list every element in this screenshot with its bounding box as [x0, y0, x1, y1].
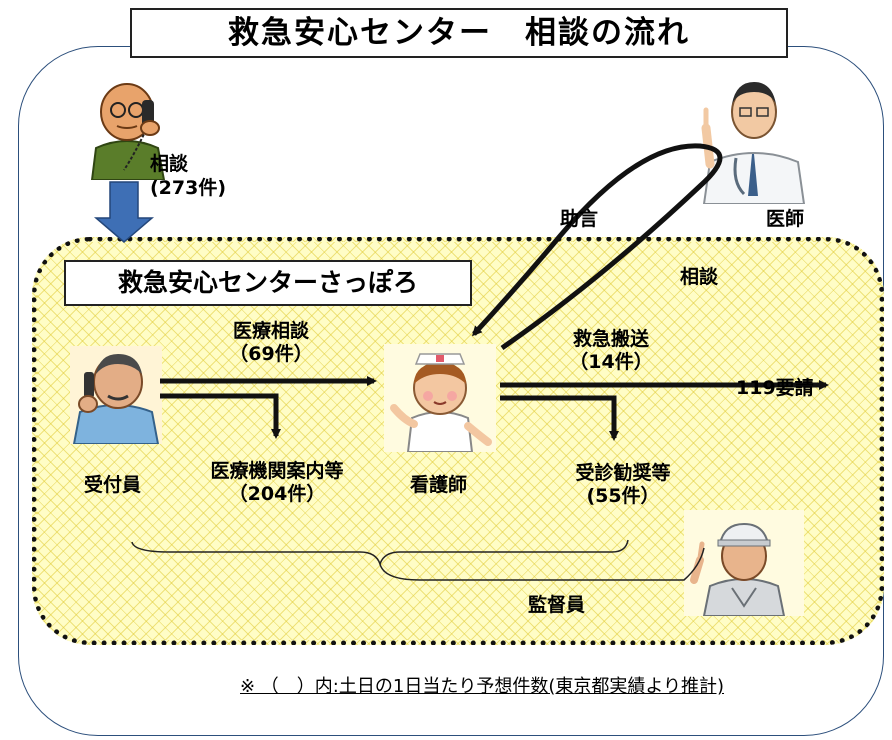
page-title: 救急安心センター 相談の流れ	[130, 8, 788, 58]
supervisor-figure	[684, 510, 804, 616]
institution-guide-text: 医療機関案内等	[210, 460, 344, 482]
center-name-box: 救急安心センターさっぽろ	[64, 260, 472, 306]
supervisor-link	[379, 547, 705, 581]
emergency-transport-count: （14件）	[569, 351, 653, 373]
institution-guide-label: 医療機関案内等 （204件）	[184, 460, 370, 506]
receptionist-label: 受付員	[84, 474, 142, 496]
consult-in-text: 相談	[150, 153, 189, 175]
footnote: ※ （ ）内:土日の1日当たり予想件数(東京都実績より推計)	[240, 676, 725, 697]
institution-guide-arrow	[160, 393, 281, 439]
caller-figure	[84, 70, 170, 180]
consult-doctor-label: 相談	[680, 266, 719, 288]
doctor-loop-arrow	[471, 143, 723, 351]
institution-guide-count: （204件）	[228, 483, 326, 505]
visit-recommend-text: 受診勧奨等	[575, 462, 671, 484]
emergency-transport-text: 救急搬送	[572, 328, 649, 350]
nurse-figure	[384, 344, 496, 452]
medical-consult-text: 医療相談	[232, 320, 309, 342]
visit-recommend-arrow	[500, 395, 619, 441]
visit-recommend-label: 受診勧奨等 (55件）	[548, 462, 698, 508]
advice-label: 助言	[560, 208, 599, 230]
medical-consult-label: 医療相談 （69件）	[206, 320, 336, 366]
supervisor-bracket	[131, 539, 629, 567]
consult-in-count: (273件)	[150, 177, 227, 199]
medical-consult-count: （69件）	[229, 343, 313, 365]
receptionist-figure	[70, 346, 162, 444]
visit-recommend-count: (55件）	[586, 485, 660, 507]
consult-in-arrow	[93, 181, 155, 243]
nurse-label: 看護師	[410, 474, 468, 496]
call-119-label: 119要請	[736, 377, 814, 399]
doctor-label: 医師	[766, 208, 805, 230]
supervisor-label: 監督員	[528, 594, 586, 616]
consult-in-label: 相談 (273件)	[150, 152, 226, 200]
emergency-transport-label: 救急搬送 （14件）	[546, 328, 676, 374]
